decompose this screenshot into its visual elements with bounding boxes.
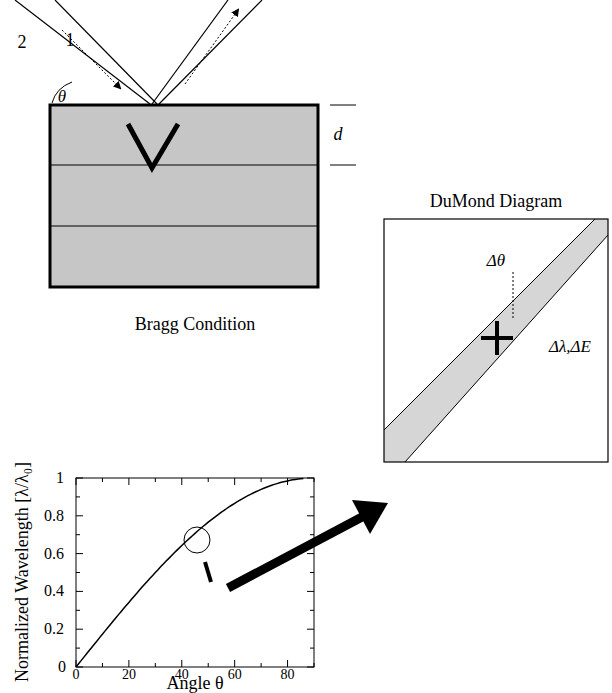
crystal [50, 105, 318, 287]
beam-number: 2 [18, 33, 27, 51]
tick [307, 629, 314, 630]
tick [208, 663, 209, 667]
beam-number: 1 [66, 31, 75, 49]
plot-frame [76, 478, 314, 667]
tick [310, 610, 314, 611]
cross-mark [495, 321, 499, 355]
dimension-tick [330, 105, 356, 106]
axis-title: Angle θ [166, 674, 223, 692]
tick [76, 478, 83, 479]
tick [181, 660, 182, 667]
tick [307, 667, 314, 668]
beam-edge [159, 0, 262, 104]
axis-title: Normalized Wavelength [λ/λ₀] [13, 462, 31, 682]
zoom-arrowhead [352, 500, 388, 534]
dumond-diagram: DuMond DiagramΔθΔλ,ΔE [384, 219, 608, 462]
tick [76, 610, 80, 611]
axis-label: Δθ [487, 252, 505, 269]
beam-edge [152, 0, 228, 104]
beam-edge [55, 0, 157, 104]
tick-label: 0.4 [44, 583, 64, 599]
bragg-curve [76, 479, 303, 668]
tick [76, 572, 80, 573]
tick-label: 0.8 [44, 508, 64, 524]
tick-label: 60 [228, 668, 242, 682]
tick [155, 478, 156, 482]
tick-label: 0 [58, 659, 66, 675]
tick-label: 1 [56, 470, 64, 486]
axis-label: Δλ,ΔE [549, 338, 591, 355]
tick [76, 478, 77, 485]
diagram-title: DuMond Diagram [430, 192, 562, 210]
tick [310, 496, 314, 497]
tick [310, 648, 314, 649]
spacing-symbol: d [334, 125, 343, 143]
tick [234, 478, 235, 485]
lattice-plane [50, 226, 318, 227]
tick [76, 534, 80, 535]
zoom-mark [205, 562, 211, 582]
acceptance-band [384, 219, 608, 462]
tick [76, 648, 80, 649]
dumond-frame [384, 219, 608, 462]
dimension-tick [330, 165, 356, 166]
tick [314, 478, 315, 482]
angle-symbol: θ [58, 88, 66, 105]
tick [307, 478, 314, 479]
tick [76, 553, 83, 554]
tick [76, 496, 80, 497]
tick [76, 591, 83, 592]
tick [310, 534, 314, 535]
tick [310, 572, 314, 573]
tick [76, 515, 83, 516]
tick [155, 663, 156, 667]
tick-label: 0.6 [44, 546, 64, 562]
tick-label: 0 [73, 668, 80, 682]
ray-arrow [185, 10, 238, 84]
tick [234, 660, 235, 667]
leader-line [513, 272, 514, 320]
tick-label: 0.2 [44, 621, 64, 637]
band-edge [405, 235, 608, 462]
tick [307, 515, 314, 516]
tick-label: 80 [281, 668, 295, 682]
zoom-arrow [228, 517, 362, 588]
tick [307, 553, 314, 554]
tick [181, 478, 182, 485]
tick [307, 591, 314, 592]
axis-ticks [76, 478, 314, 667]
tick [128, 660, 129, 667]
tick [76, 629, 83, 630]
tick [102, 478, 103, 482]
zoom-circle [184, 527, 210, 553]
tick [208, 478, 209, 482]
tick [287, 660, 288, 667]
tick [261, 478, 262, 482]
tick [314, 663, 315, 667]
lattice-plane [50, 165, 318, 166]
tick [102, 663, 103, 667]
chart-title: Bragg Condition [135, 315, 256, 333]
beam-edge [15, 0, 150, 104]
tick-label: 20 [122, 668, 136, 682]
tick [128, 478, 129, 485]
scatter-path [128, 124, 178, 168]
ray-arrow [62, 30, 120, 88]
tick [261, 663, 262, 667]
band-edge [384, 219, 595, 430]
